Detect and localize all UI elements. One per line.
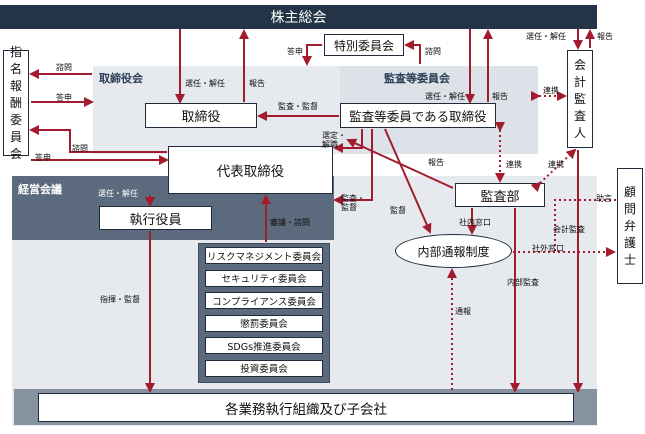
advisory-lawyer-char: 顧 xyxy=(623,184,636,199)
nomination-committee-char: 委 xyxy=(9,112,22,127)
label-senin-auditor: 選任・解任 xyxy=(526,32,566,41)
advisory-lawyer-box: 顧問弁護士 xyxy=(617,168,643,284)
advisory-lawyer-char: 護 xyxy=(623,235,636,250)
arrow-special-answer xyxy=(302,44,322,66)
label-report-audit-dept: 報告 xyxy=(428,158,444,167)
accounting-auditor-char: 査 xyxy=(573,108,586,123)
label-shiki-kantoku: 指揮・監督 xyxy=(100,295,140,304)
committee-item: コンプライアンス委員会 xyxy=(205,292,323,309)
advisory-lawyer-char: 弁 xyxy=(623,218,636,233)
executive-officers-box: 執行役員 xyxy=(99,206,212,230)
nomination-committee-box: 指名報酬委員会 xyxy=(3,45,29,161)
label-renkei-2: 連携 xyxy=(506,160,522,169)
label-toushin-special: 答申 xyxy=(287,47,303,56)
committee-item: セキュリティ委員会 xyxy=(205,269,323,287)
label-sentei: 選定・ 解職 xyxy=(322,131,346,150)
label-kansa-kantoku-2: 監査・ 監督 xyxy=(341,194,365,213)
label-shingi: 審議・諮問 xyxy=(270,218,310,227)
label-naibu-kansa: 内部監査 xyxy=(507,278,539,287)
audit-department-box: 監査部 xyxy=(455,183,545,207)
accounting-auditor-box: 会計監査人 xyxy=(567,50,593,148)
whistleblowing-system-label: 内部通報制度 xyxy=(417,244,490,259)
label-senin-directors: 選任・解任 xyxy=(185,79,225,88)
label-josei: 助言 xyxy=(596,194,612,203)
special-committee-box: 特別委員会 xyxy=(324,34,404,56)
management-label: 経営会議 xyxy=(18,183,62,196)
business-units-label: 各業務執行組織及び子会社 xyxy=(225,401,387,418)
label-toushin-nom: 答申 xyxy=(56,93,72,102)
shareholders-meeting-bar: 株主総会 xyxy=(0,5,597,29)
label-shanai: 社内窓口 xyxy=(459,218,491,227)
nomination-committee-char: 報 xyxy=(9,78,22,93)
audit-committee-label: 監査等委員会 xyxy=(384,72,450,85)
arrow-special-consult xyxy=(404,40,421,64)
label-report-auditor: 報告 xyxy=(597,32,613,41)
label-shagai: 社外窓口 xyxy=(532,244,564,253)
accounting-auditor-char: 監 xyxy=(573,91,586,106)
committee-item: リスクマネジメント委員会 xyxy=(205,247,323,264)
label-report-directors: 報告 xyxy=(249,79,265,88)
nomination-committee-char: 指 xyxy=(9,44,22,59)
committee-item: 懲罰委員会 xyxy=(205,314,323,332)
board-label: 取締役会 xyxy=(99,72,143,85)
accounting-auditor-char: 計 xyxy=(573,74,586,89)
nomination-committee-char: 員 xyxy=(9,129,22,144)
shareholders-meeting-label: 株主総会 xyxy=(270,10,327,26)
label-tsuhou: 通報 xyxy=(455,307,471,316)
label-shimon-special: 諮問 xyxy=(425,47,441,56)
audit-directors-box: 監査等委員である取締役 xyxy=(340,103,496,128)
label-renkei-1: 連携 xyxy=(543,86,559,95)
label-kantoku: 監督 xyxy=(390,206,406,215)
directors-label: 取締役 xyxy=(181,110,221,125)
accounting-auditor-char: 会 xyxy=(573,57,586,72)
committee-item: 投資委員会 xyxy=(205,359,323,377)
label-shimon-nom2: 諮問 xyxy=(72,144,88,153)
label-kaikei-kansa: 会計監査 xyxy=(553,225,585,234)
representative-director-box: 代表取締役 xyxy=(168,146,333,194)
audit-department-label: 監査部 xyxy=(480,189,520,205)
label-senin-exec: 選任・解任 xyxy=(98,189,138,198)
label-report-audit: 報告 xyxy=(492,92,508,101)
accounting-auditor-char: 人 xyxy=(573,125,586,140)
label-renkei-3: 連携 xyxy=(548,160,564,169)
advisory-lawyer-char: 問 xyxy=(623,201,636,216)
business-units-box: 各業務執行組織及び子会社 xyxy=(38,393,574,422)
nomination-committee-char: 酬 xyxy=(9,95,22,110)
whistleblowing-system-ellipse: 内部通報制度 xyxy=(395,234,512,268)
nomination-committee-char: 名 xyxy=(9,61,22,76)
advisory-lawyer-char: 士 xyxy=(623,252,636,267)
committee-item: SDGs推進委員会 xyxy=(205,337,323,354)
label-shimon-nom: 諮問 xyxy=(56,63,72,72)
label-senin-audit: 選任・解任 xyxy=(425,92,465,101)
executive-officers-label: 執行役員 xyxy=(129,212,182,228)
nomination-committee-char: 会 xyxy=(9,146,22,161)
directors-box: 取締役 xyxy=(145,103,257,128)
label-kansa-kantoku: 監査・監督 xyxy=(278,102,318,111)
special-committee-label: 特別委員会 xyxy=(333,38,394,53)
audit-directors-label: 監査等委員である取締役 xyxy=(349,109,487,124)
representative-director-label: 代表取締役 xyxy=(216,164,285,180)
label-toushin-nom2: 答申 xyxy=(35,153,51,162)
